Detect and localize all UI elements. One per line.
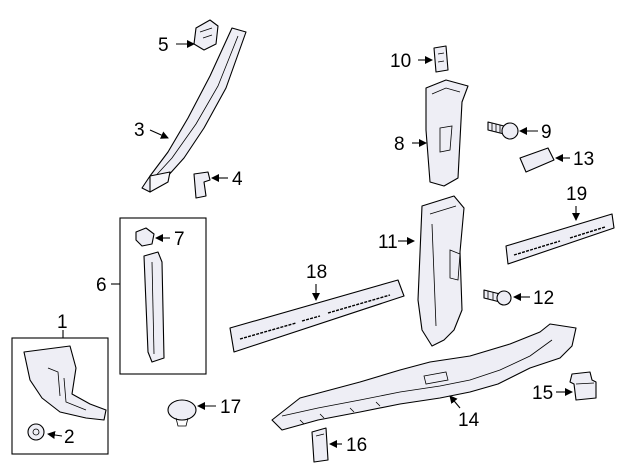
part-4-clip bbox=[193, 171, 211, 199]
callout-3: 3 bbox=[134, 120, 145, 141]
part-11-lower-b-pillar-trim bbox=[417, 195, 465, 347]
part-14-sill-trim bbox=[271, 323, 577, 431]
part-15-clip bbox=[569, 371, 597, 401]
part-5-clip bbox=[193, 19, 219, 51]
callout-11: 11 bbox=[378, 232, 398, 253]
leader-14 bbox=[449, 395, 461, 409]
callout-18: 18 bbox=[306, 262, 327, 283]
callout-14: 14 bbox=[458, 410, 480, 431]
part-12-bolt bbox=[483, 289, 512, 306]
part-9-screw bbox=[487, 121, 519, 140]
callout-2: 2 bbox=[64, 427, 75, 448]
callout-12: 12 bbox=[533, 288, 554, 309]
part-1-kick-panel bbox=[23, 345, 107, 421]
callout-15: 15 bbox=[532, 383, 553, 404]
part-10-clip bbox=[433, 45, 449, 73]
callout-6: 6 bbox=[96, 275, 107, 296]
part-2-push-pin bbox=[27, 423, 45, 441]
leader-2 bbox=[47, 431, 63, 439]
callout-17: 17 bbox=[220, 397, 241, 418]
callout-1: 1 bbox=[57, 312, 68, 333]
part-18-scuff-plate bbox=[229, 279, 405, 353]
callout-13: 13 bbox=[573, 149, 594, 170]
part-3-a-pillar-trim bbox=[141, 27, 247, 193]
part-7-clip bbox=[135, 227, 155, 247]
callout-8: 8 bbox=[394, 134, 405, 155]
callout-16: 16 bbox=[346, 435, 367, 456]
callout-10: 10 bbox=[390, 51, 411, 72]
callout-7: 7 bbox=[174, 229, 185, 250]
callout-9: 9 bbox=[541, 122, 552, 143]
callout-19: 19 bbox=[566, 184, 587, 205]
group-box-1 bbox=[11, 337, 109, 455]
part-13-pad bbox=[519, 147, 555, 173]
part-16-clip bbox=[311, 427, 329, 463]
callout-4: 4 bbox=[232, 169, 243, 190]
part-17-round-clip bbox=[167, 399, 197, 427]
group-box-6 bbox=[119, 217, 207, 375]
part-6-pillar-strip bbox=[143, 251, 165, 363]
leader-3 bbox=[149, 129, 169, 139]
callout-5: 5 bbox=[158, 35, 169, 56]
part-8-upper-b-pillar-trim bbox=[425, 79, 469, 187]
part-19-scuff-plate bbox=[505, 213, 615, 265]
